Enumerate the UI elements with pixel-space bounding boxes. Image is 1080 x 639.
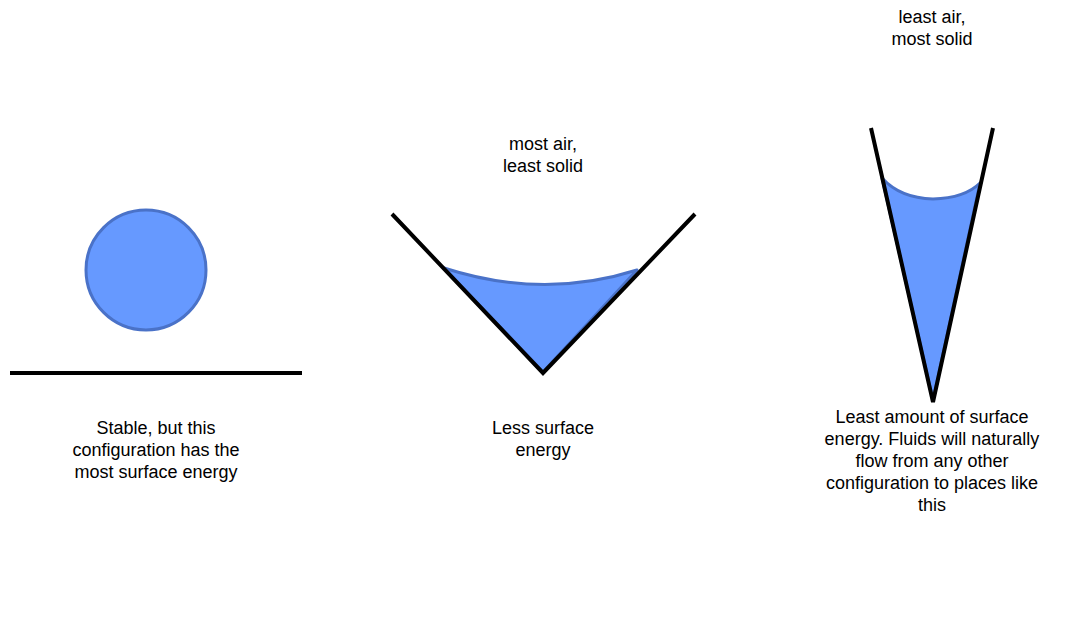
caption: Less surface energy: [481, 417, 606, 461]
narrow-groove-fluid: [882, 178, 980, 400]
wide-groove: [392, 214, 695, 373]
narrow-groove: [871, 128, 993, 402]
caption: Stable, but this configuration has the m…: [72, 417, 240, 483]
caption: Least amount of surface energy. Fluids w…: [821, 406, 1043, 516]
groove-note: most air, least solid: [488, 133, 598, 177]
flat-surface: [10, 371, 302, 375]
groove-note: least air, most solid: [877, 6, 987, 50]
groove-fluid: [444, 268, 637, 372]
droplet: [86, 210, 206, 330]
